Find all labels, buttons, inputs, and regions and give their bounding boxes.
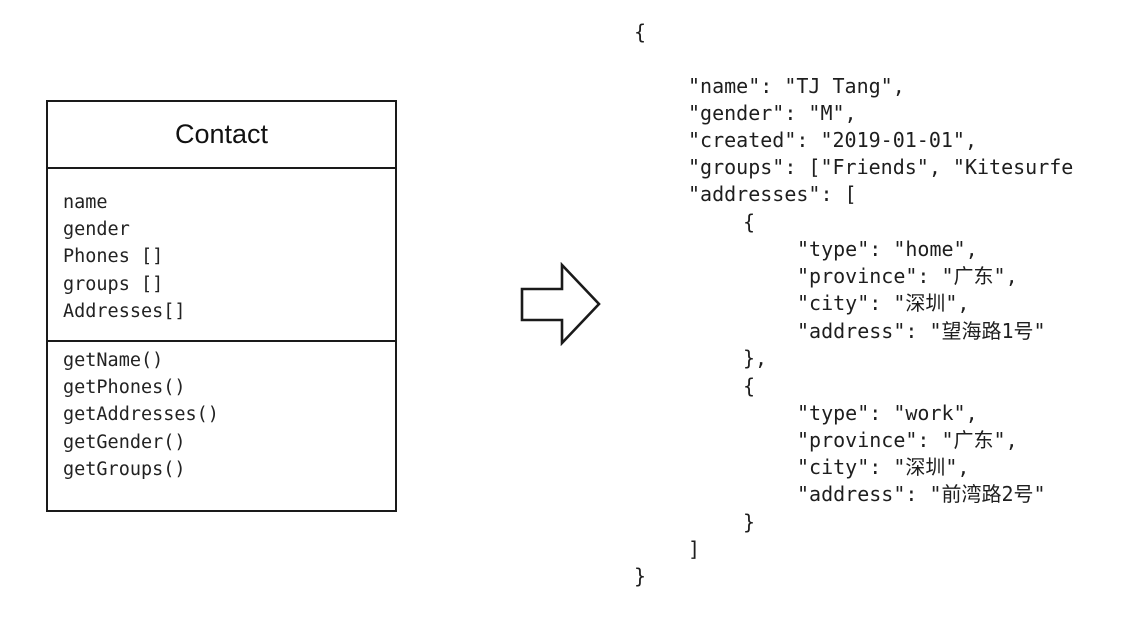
attribute-name: name — [63, 192, 108, 213]
json-line-city: "city": "深圳", — [797, 455, 970, 479]
json-line-province: "province": "广东", — [797, 264, 1018, 288]
json-line-address: "address": "前湾路2号" — [797, 482, 1046, 506]
json-line-open-brace: { — [743, 210, 756, 234]
json-line-name: "name": "TJ Tang", — [688, 74, 905, 98]
json-line-address: "address": "望海路1号" — [797, 319, 1046, 343]
attributes-section: name gender Phones [] groups [] Addresse… — [48, 169, 395, 342]
json-line-open-brace: { — [743, 374, 756, 398]
attribute-addresses: Addresses[] — [63, 300, 186, 322]
method-get-addresses: getAddresses() — [63, 404, 219, 426]
uml-class-box: Contact name gender Phones [] groups [] … — [46, 100, 397, 512]
method-get-gender: getGender() — [63, 431, 186, 453]
json-line-close-brace: }, — [743, 346, 768, 370]
right-arrow-outline-icon — [520, 262, 601, 346]
json-line-city: "city": "深圳", — [797, 291, 970, 315]
json-line-type: "type": "work", — [797, 401, 978, 425]
json-line-open-brace: { — [634, 20, 647, 44]
json-line-created: "created": "2019-01-01", — [688, 128, 977, 152]
json-line-close-bracket: ] — [688, 537, 701, 561]
method-get-groups: getGroups() — [63, 458, 186, 480]
json-line-province: "province": "广东", — [797, 428, 1018, 452]
attribute-gender: gender — [63, 219, 130, 241]
json-line-gender: "gender": "M", — [688, 101, 857, 125]
method-get-name: getName() — [63, 350, 164, 371]
json-line-close-brace: } — [634, 564, 647, 588]
attribute-groups: groups [] — [63, 273, 164, 295]
json-line-close-brace: } — [743, 510, 756, 534]
class-name: Contact — [48, 102, 395, 169]
json-line-groups: "groups": ["Friends", "Kitesurfe — [688, 155, 1074, 179]
json-line-addresses: "addresses": [ — [688, 182, 857, 206]
methods-section: getName() getPhones() getAddresses() get… — [48, 342, 395, 483]
method-get-phones: getPhones() — [63, 377, 186, 399]
json-line-type: "type": "home", — [797, 237, 978, 261]
attribute-phones: Phones [] — [63, 246, 164, 268]
